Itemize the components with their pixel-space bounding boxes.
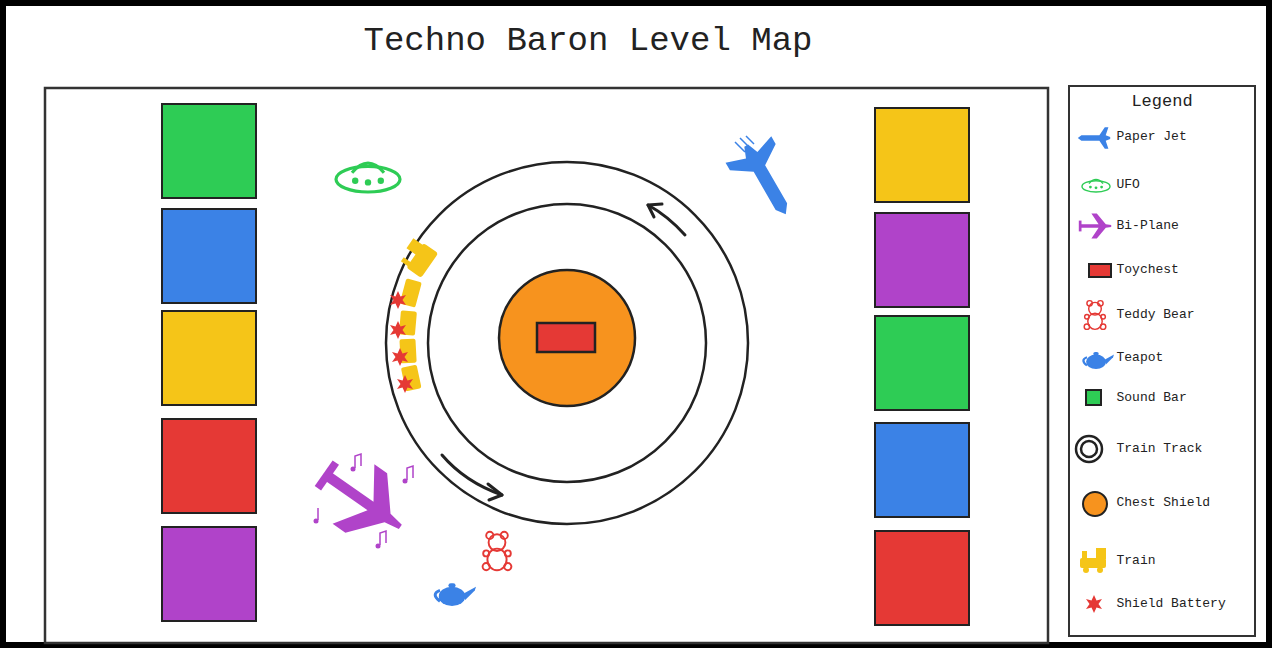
train-track — [386, 162, 748, 524]
track-direction-arrows — [442, 204, 685, 500]
page-frame — [3, 3, 1269, 645]
music-notes — [314, 454, 414, 549]
legend-icons — [1076, 127, 1114, 613]
sound-bars-left — [162, 104, 256, 621]
sound-bars-right — [875, 108, 969, 625]
paper-jet-speed-lines — [735, 136, 754, 152]
toychest — [537, 323, 595, 352]
map-area — [45, 88, 1048, 643]
paper-jet — [723, 133, 808, 228]
legend-box: LegendPaper JetUFO Bi-PlaneToychestTeddy … — [1068, 85, 1256, 637]
teddy-bear — [483, 532, 512, 570]
legend-label: Sound Bar — [1117, 390, 1187, 405]
teapot — [435, 583, 476, 606]
legend-heading: Legend — [1070, 92, 1254, 111]
legend-label: Bi-Plane — [1117, 218, 1179, 233]
legend-swatch — [1082, 491, 1108, 517]
legend-label: Teddy Bear — [1117, 307, 1195, 322]
legend-label: Toychest — [1117, 262, 1179, 277]
legend-label: Shield Battery — [1117, 596, 1226, 611]
ufo — [336, 163, 400, 192]
legend-label: Train — [1117, 553, 1156, 568]
shield-batteries — [390, 291, 413, 393]
legend-label: Paper Jet — [1117, 129, 1187, 144]
legend-label: UFO — [1117, 177, 1140, 192]
train — [397, 237, 438, 392]
legend-label: Chest Shield — [1117, 495, 1211, 510]
legend-label: Teapot — [1117, 350, 1164, 365]
legend-swatch — [1085, 389, 1102, 406]
legend-label: Train Track — [1117, 441, 1203, 456]
legend-swatch — [1088, 263, 1112, 278]
bi-plane — [303, 443, 421, 556]
map-title: Techno Baron Level Map — [0, 22, 1176, 60]
chest-shield — [499, 270, 635, 406]
